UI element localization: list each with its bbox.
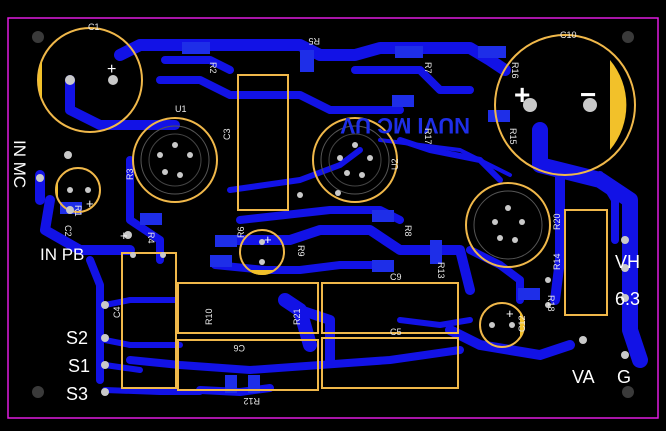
ref-r15: R15 [508,128,518,145]
ref-labels: C1 C10 U1 U2 C3 C4 C5 C6 C9 C12 C2 R5 R2… [63,22,577,406]
ref-c2: C2 [63,225,73,237]
capacitor-c11 [239,229,285,276]
component-outlines [121,74,608,391]
board-outline [7,17,659,419]
label-s1: S1 [68,356,90,376]
c10-plus: + [514,79,530,110]
label-6v3: 6.3 [615,289,640,309]
ref-c1: C1 [88,22,100,32]
ref-u2: U2 [390,158,400,170]
cap-c5-outline [177,339,319,391]
ref-c3: C3 [222,128,232,140]
ref-r9: R9 [296,245,306,257]
board-title-group: NUVI MC UV [340,113,470,138]
ref-r7: R7 [423,62,433,74]
ref-r4: R4 [146,232,156,244]
ref-c6: C6 [233,343,245,353]
ref-r1: R1 [73,205,83,217]
res-r14-outline [564,209,608,316]
smd-pads [60,42,540,393]
connector-labels: IN MC IN PB S2 S1 S3 VH 6.3 VA G [10,140,640,404]
ref-r6: R6 [236,226,246,238]
board-title: NUVI MC UV [340,113,470,138]
ref-r2: R2 [208,62,218,74]
c12-plus: + [506,306,514,321]
c1-plus: + [107,61,116,78]
ref-r13: R13 [436,262,446,279]
ref-r11: R21 [292,308,302,325]
ref-c9: C9 [390,272,402,282]
ref-c5: C5 [390,327,402,337]
c10-minus: − [580,79,596,110]
ref-r10: R10 [204,308,214,325]
cap-c3-outline [237,74,289,211]
ref-r3: R3 [125,168,135,180]
capacitor-c1 [37,27,143,133]
ref-r18: R18 [546,295,556,312]
in-pb-plus: + [120,228,128,243]
label-in-mc: IN MC [10,140,29,188]
mounting-hole-bl [32,386,44,398]
tube-u3 [465,182,551,268]
mounting-hole-tr [622,31,634,43]
capacitor-c12 [479,302,525,348]
ref-r8: R8 [403,225,413,237]
ref-c4: C4 [112,306,122,318]
ref-r20: R20 [552,213,562,230]
cap-c6-outline [177,282,319,334]
cap-c4-outline [121,252,177,389]
capacitor-c10 [494,34,636,176]
cap-c8a-outline [321,282,459,334]
label-s2: S2 [66,328,88,348]
label-s3: S3 [66,384,88,404]
label-in-pb: IN PB [40,245,84,264]
tube-u2 [312,117,398,203]
ref-c12: C12 [517,315,527,332]
c11-plus: + [264,232,272,247]
tube-u1 [132,117,218,203]
through-hole-pads [36,151,629,396]
label-vh: VH [615,252,640,272]
cap-c8b-outline [321,337,459,389]
ref-r16: R16 [510,62,520,79]
capacitor-c2 [55,167,101,213]
ref-r17: R17 [423,128,433,145]
label-va: VA [572,367,595,387]
c2-plus: + [86,196,94,211]
label-g: G [617,367,631,387]
ref-c10: C10 [560,30,577,40]
mounting-hole-tl [32,31,44,43]
mounting-hole-br [622,386,634,398]
ref-u1: U1 [175,104,187,114]
ref-r5: R5 [308,36,320,46]
ref-r14: R14 [552,253,562,270]
polarity-marks: + + − + + + + [86,61,596,321]
ref-r12: R12 [243,396,260,406]
